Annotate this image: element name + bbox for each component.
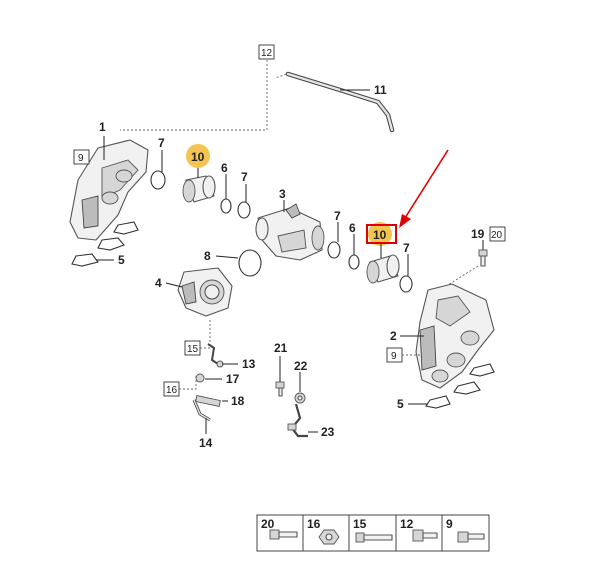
part-14-sensor-body[interactable] bbox=[192, 399, 211, 422]
callout-11[interactable]: 11 bbox=[374, 83, 387, 97]
part-4-throttle-body[interactable] bbox=[177, 267, 233, 317]
highlight-10-right bbox=[368, 222, 392, 246]
legend-label-15: 15 bbox=[353, 517, 367, 531]
bolt-icon bbox=[269, 529, 298, 540]
boxed-9-left: 9 bbox=[78, 153, 84, 164]
legend-label-20: 20 bbox=[261, 517, 275, 531]
callout-5-left[interactable]: 5 bbox=[118, 253, 125, 267]
legend-item-9[interactable]: 9 bbox=[446, 517, 485, 543]
legend-label-9: 9 bbox=[446, 517, 453, 531]
callout-7b[interactable]: 7 bbox=[241, 170, 248, 184]
part-18-sensor[interactable] bbox=[195, 395, 221, 407]
callout-5-right[interactable]: 5 bbox=[397, 397, 404, 411]
callout-22[interactable]: 22 bbox=[294, 359, 308, 373]
boxed-16: 16 bbox=[166, 385, 178, 396]
callout-21[interactable]: 21 bbox=[274, 341, 288, 355]
part-5-gaskets-left[interactable] bbox=[71, 221, 139, 267]
legend-item-16[interactable]: 16 bbox=[307, 517, 340, 545]
dash-15 bbox=[200, 318, 211, 349]
boxed-9-right: 9 bbox=[391, 351, 397, 362]
callout-7a[interactable]: 7 bbox=[158, 136, 165, 150]
leader-8 bbox=[215, 255, 239, 259]
callout-4[interactable]: 4 bbox=[155, 276, 162, 290]
part-13-bracket[interactable] bbox=[207, 343, 224, 368]
nut-icon bbox=[318, 529, 340, 545]
part-7-oring-d[interactable] bbox=[399, 275, 413, 293]
callout-10-left[interactable]: 10 bbox=[191, 150, 205, 164]
red-arrowhead bbox=[399, 214, 411, 228]
part-10-pipe-left[interactable] bbox=[182, 175, 216, 203]
part-6-ring-b[interactable] bbox=[348, 254, 360, 270]
part-22-grommet[interactable] bbox=[294, 392, 306, 404]
callout-8[interactable]: 8 bbox=[204, 249, 211, 263]
callout-13[interactable]: 13 bbox=[242, 357, 256, 371]
callout-3[interactable]: 3 bbox=[279, 187, 286, 201]
callout-10-right[interactable]: 10 bbox=[373, 228, 387, 242]
leader-4 bbox=[165, 282, 183, 288]
callout-18[interactable]: 18 bbox=[231, 394, 245, 408]
part-8-large-oring[interactable] bbox=[238, 249, 262, 277]
callout-7c[interactable]: 7 bbox=[334, 209, 341, 223]
legend-item-12[interactable]: 12 bbox=[400, 517, 438, 542]
callout-23[interactable]: 23 bbox=[321, 425, 335, 439]
part-23-wire-harness[interactable] bbox=[287, 403, 308, 438]
part-19-bolt[interactable] bbox=[478, 249, 488, 267]
hex-bolt-icon bbox=[457, 531, 485, 543]
part-2-right-manifold[interactable] bbox=[415, 283, 495, 389]
box-9-left[interactable] bbox=[73, 149, 90, 165]
part-5-gaskets-right[interactable] bbox=[425, 363, 495, 409]
part-21-screw[interactable] bbox=[275, 381, 285, 397]
callout-17[interactable]: 17 bbox=[226, 372, 240, 386]
legend-item-20[interactable]: 20 bbox=[261, 517, 298, 540]
legend-item-15[interactable]: 15 bbox=[353, 517, 393, 543]
part-6-ring-a[interactable] bbox=[220, 198, 232, 214]
part-17-nut[interactable] bbox=[195, 373, 205, 383]
legend-label-16: 16 bbox=[307, 517, 321, 531]
part-1-left-manifold[interactable] bbox=[69, 139, 149, 241]
part-11-tube[interactable] bbox=[274, 71, 395, 133]
boxed-20: 20 bbox=[491, 230, 503, 241]
long-bolt-icon bbox=[355, 532, 393, 543]
callout-19[interactable]: 19 bbox=[471, 227, 485, 241]
part-7-oring-c[interactable] bbox=[327, 241, 341, 259]
callout-1[interactable]: 1 bbox=[99, 120, 106, 134]
part-10-pipe-right[interactable] bbox=[366, 254, 400, 284]
part-3-central-housing[interactable] bbox=[255, 203, 325, 261]
selection-box-10 bbox=[366, 224, 397, 244]
callout-6a[interactable]: 6 bbox=[221, 161, 228, 175]
callout-7d[interactable]: 7 bbox=[403, 241, 410, 255]
part-7-oring-a[interactable] bbox=[150, 170, 166, 190]
flange-bolt-icon bbox=[412, 529, 438, 542]
callout-2[interactable]: 2 bbox=[390, 329, 397, 343]
dash-16 bbox=[179, 375, 197, 390]
dash-12 bbox=[120, 60, 268, 131]
callout-6b[interactable]: 6 bbox=[349, 221, 356, 235]
legend-label-12: 12 bbox=[400, 517, 414, 531]
boxed-12: 12 bbox=[261, 48, 273, 59]
box-20[interactable] bbox=[489, 226, 506, 242]
red-arrow bbox=[404, 149, 449, 219]
callout-14[interactable]: 14 bbox=[199, 436, 213, 450]
part-7-oring-b[interactable] bbox=[237, 201, 251, 219]
box-12[interactable] bbox=[258, 44, 275, 60]
boxed-15: 15 bbox=[187, 344, 199, 355]
highlight-10-left bbox=[186, 144, 210, 168]
